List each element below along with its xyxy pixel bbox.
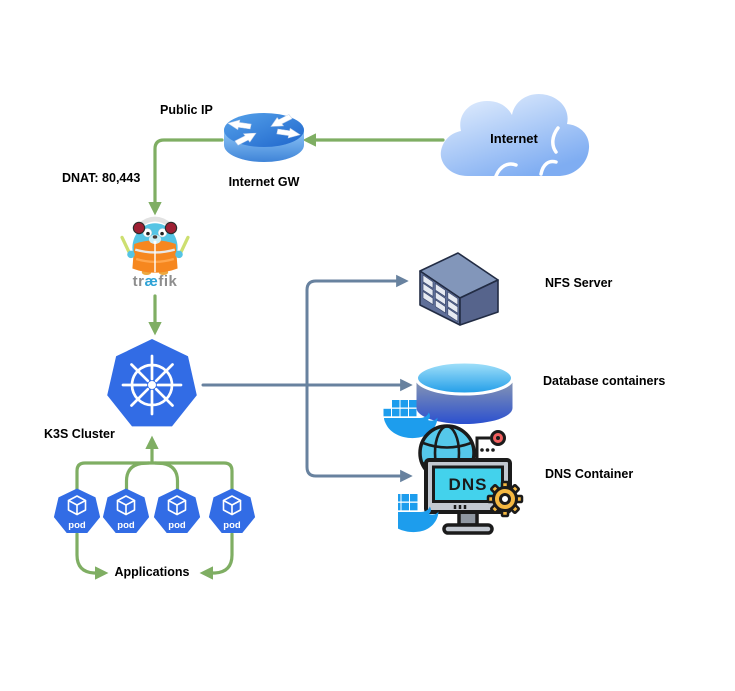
gear-icon (486, 480, 524, 518)
traefik-wordmark: træfik (132, 273, 178, 290)
pod-icon: pod (208, 488, 256, 533)
edge-pod3-to-bus (153, 461, 180, 494)
dns-container-icon: DNS (398, 424, 524, 535)
k8s-helm-wheel (121, 354, 183, 416)
edge-pod1-to-applications (75, 532, 109, 580)
k3s-cluster-icon (107, 339, 197, 427)
internet-gw-label: Internet GW (228, 175, 300, 189)
k3s-cluster-label: K3S Cluster (44, 427, 115, 441)
database-cylinder-top (415, 360, 514, 396)
edge-pod4-to-applications (199, 532, 234, 580)
svg-text:pod: pod (117, 520, 135, 531)
edge-k3s-to-dns (305, 383, 413, 483)
internet-gw-icon (224, 112, 304, 162)
traefik-icon (120, 216, 190, 276)
applications-label: Applications (114, 565, 190, 579)
server-drive-bays (422, 274, 459, 323)
database-containers-icon (383, 360, 514, 439)
pod-cube-icon (67, 495, 87, 516)
internet-cloud (440, 93, 590, 178)
nfs-server-icon (419, 252, 499, 326)
pod-cube-icon (116, 495, 136, 516)
pod-icon: pod (153, 488, 201, 533)
edge-pod2-to-bus (124, 461, 151, 494)
internet-label: Internet (490, 131, 538, 146)
monitor-base (442, 523, 494, 535)
svg-text:pod: pod (223, 520, 241, 531)
circuit-node (475, 430, 506, 460)
dns-container-label: DNS Container (545, 467, 634, 481)
edge-k3s-to-nfs (305, 274, 409, 387)
server-side-face (459, 279, 499, 326)
dns-screen-text: DNS (449, 475, 488, 494)
dnat-label: DNAT: 80,443 (62, 171, 141, 185)
public-ip-label: Public IP (160, 103, 213, 117)
pod-cube-icon (222, 495, 242, 516)
svg-text:pod: pod (168, 520, 186, 531)
database-containers-label: Database containers (543, 374, 666, 388)
nfs-server-label: NFS Server (545, 276, 613, 290)
svg-text:pod: pod (68, 520, 86, 531)
pod-cube-icon (167, 495, 187, 516)
pod-icon: pod (53, 488, 101, 533)
pod-icon: pod (102, 488, 150, 533)
edge-gw-to-traefik (148, 138, 224, 216)
